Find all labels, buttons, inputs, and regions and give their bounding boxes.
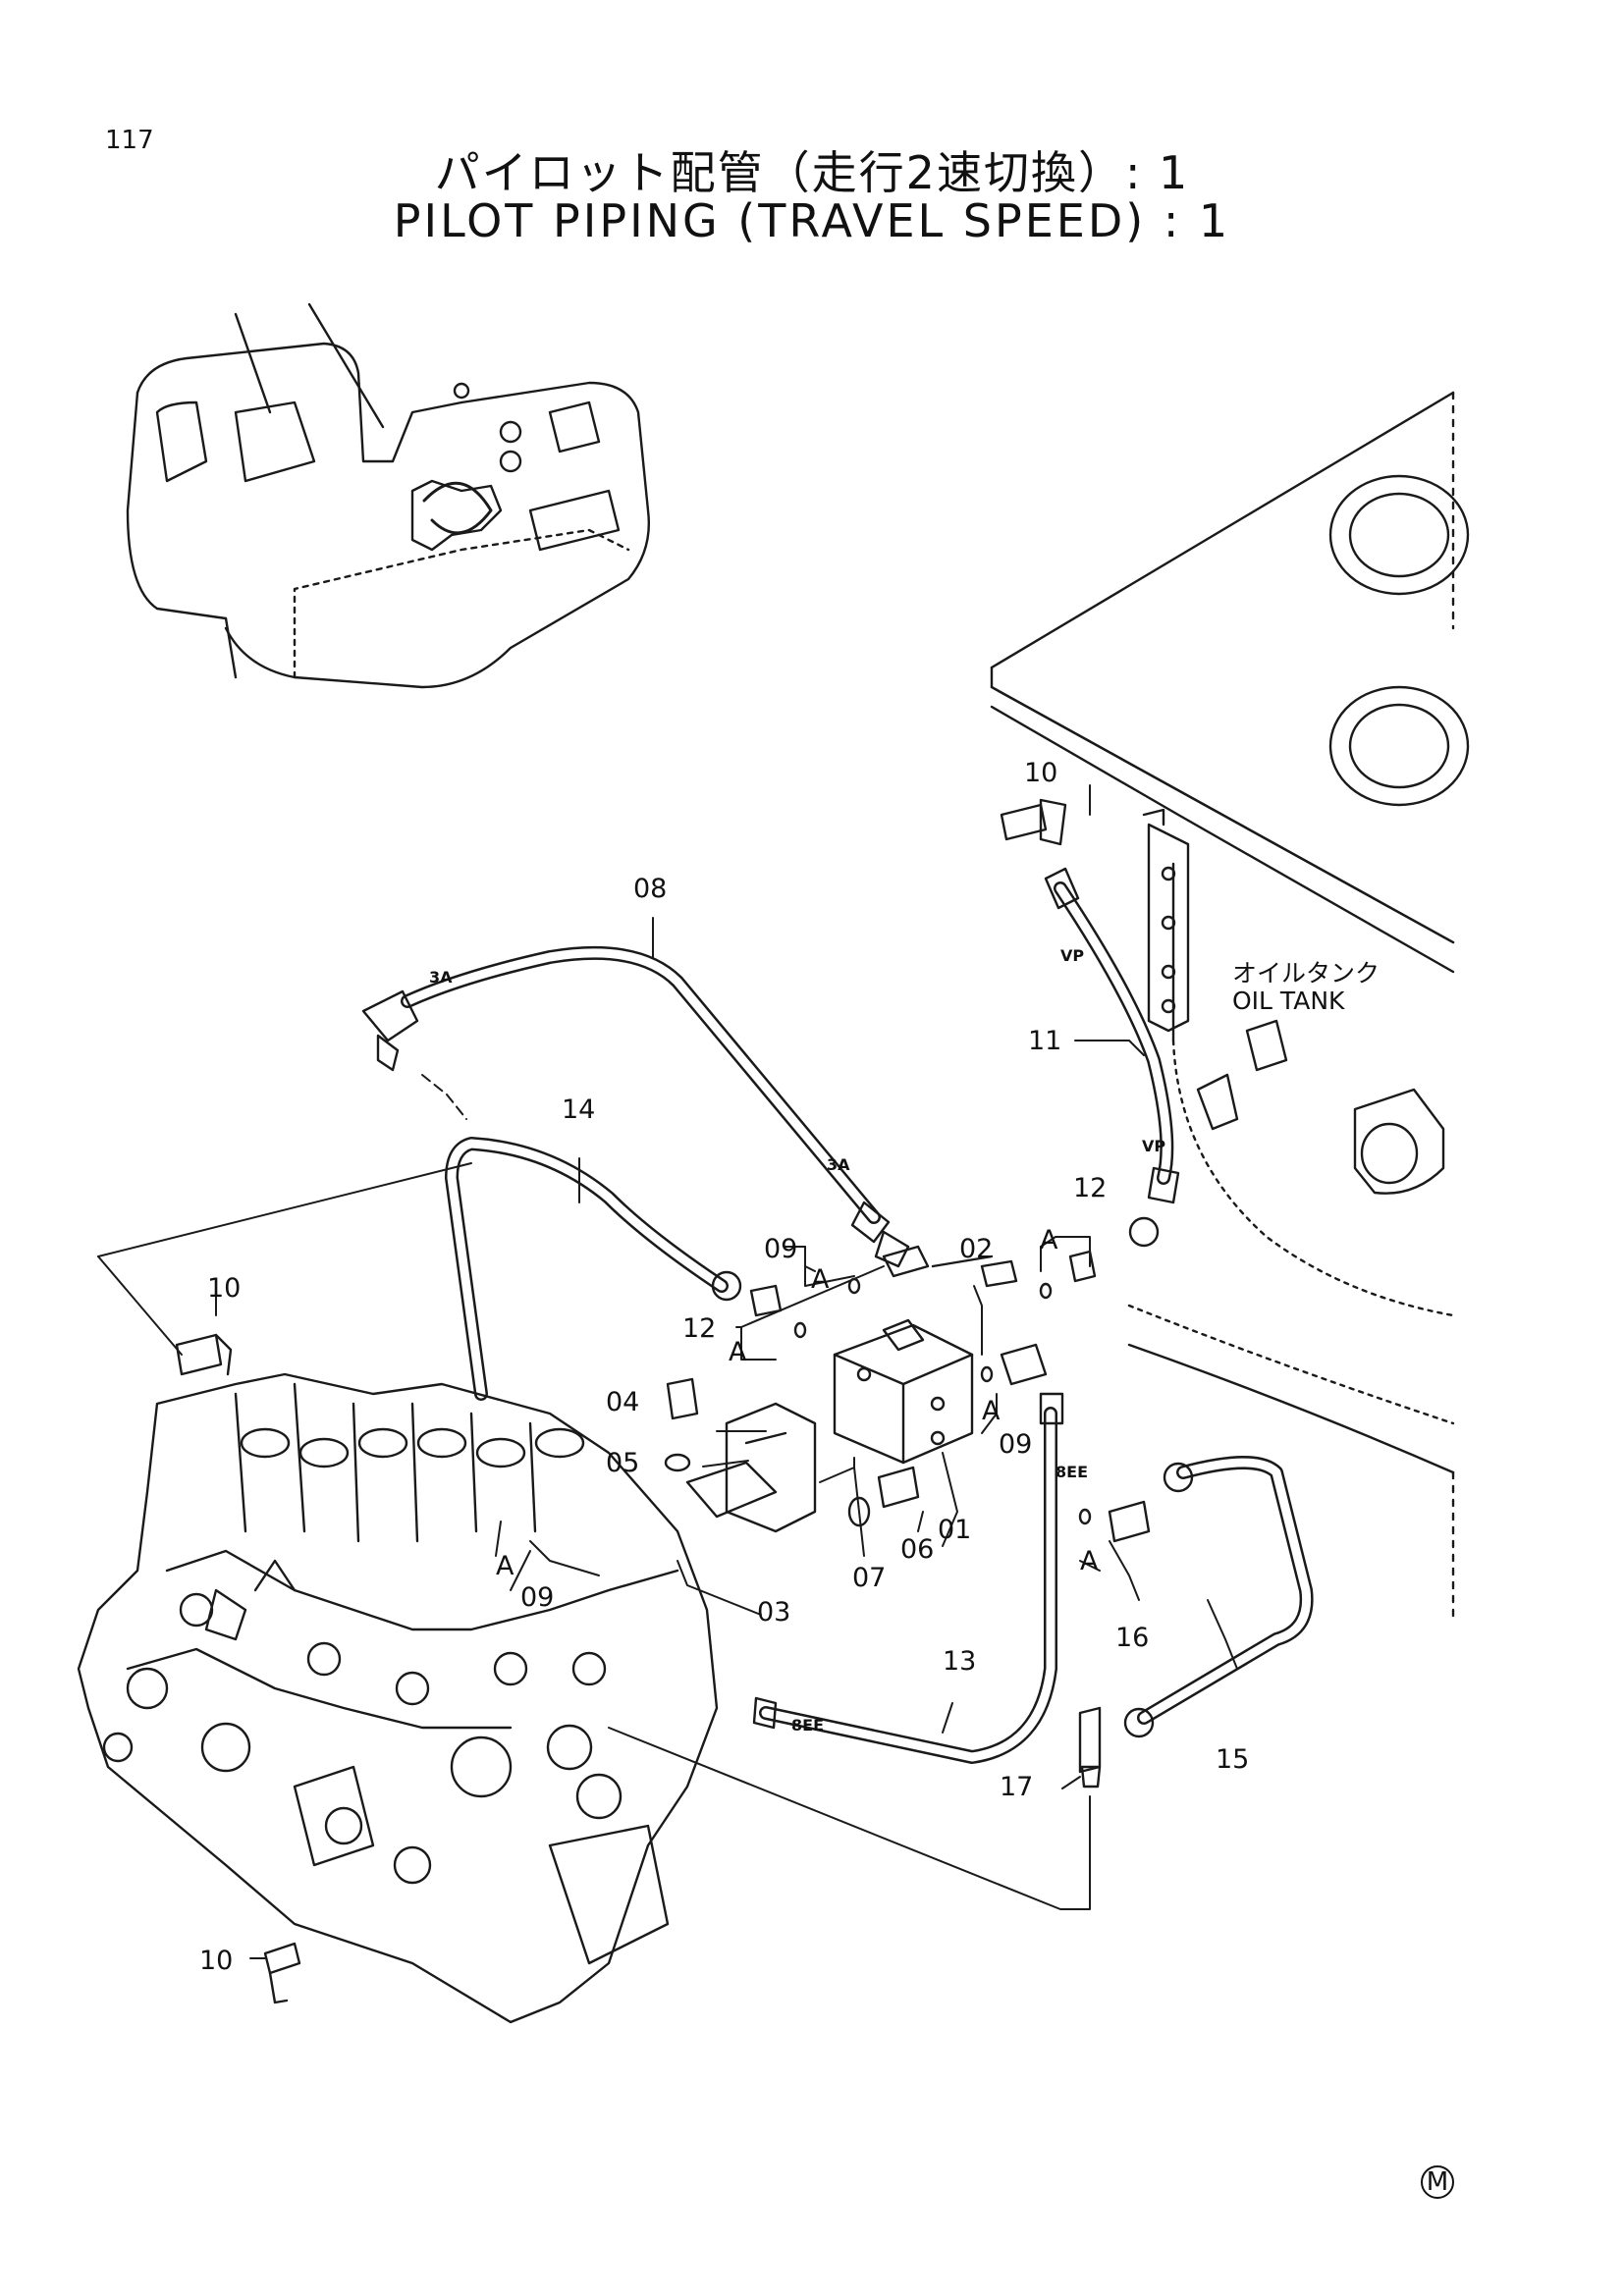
valve-block-01	[833, 1318, 974, 1465]
callout-04: 04	[606, 1387, 640, 1417]
callout-09-upper: 09	[764, 1234, 798, 1264]
callout-11: 11	[1028, 1026, 1062, 1056]
callout-01: 01	[938, 1515, 972, 1545]
callout-02: 02	[959, 1234, 994, 1264]
callout-a-middle: A	[729, 1337, 747, 1367]
hose-14	[445, 1137, 742, 1401]
upper-frame-outline	[990, 391, 1470, 1622]
hose-mark-8ee-upper: 8EE	[1056, 1463, 1088, 1481]
callout-06: 06	[900, 1534, 935, 1565]
callout-10-bottom: 10	[199, 1946, 234, 1976]
page-number: 117	[105, 126, 154, 155]
hose-mark-3a-bottom: 3A	[827, 1155, 850, 1174]
callout-12-right: 12	[1073, 1173, 1108, 1203]
hose-mark-3a-top: 3A	[429, 968, 453, 987]
callout-09-lower: 09	[520, 1582, 555, 1613]
hose-mark-vp-top: VP	[1060, 946, 1085, 965]
callout-03: 03	[757, 1597, 791, 1628]
control-valve-assembly	[77, 1372, 719, 2024]
hose-13	[752, 1392, 1064, 1764]
small-fittings	[175, 798, 1165, 2004]
hose-11	[1044, 867, 1180, 1248]
callout-08: 08	[633, 874, 668, 904]
hose-mark-8ee-lower: 8EE	[791, 1716, 824, 1735]
callout-14: 14	[562, 1095, 596, 1125]
hose-08	[361, 945, 910, 1268]
oil-tank-label-japanese: オイルタンク	[1232, 959, 1380, 988]
callout-a-right-upper: A	[1040, 1225, 1058, 1255]
page-title-english: PILOT PIPING (TRAVEL SPEED) : 1	[393, 194, 1231, 247]
callout-15: 15	[1216, 1744, 1250, 1775]
callout-a-left-lower: A	[496, 1551, 514, 1581]
callout-05: 05	[606, 1448, 640, 1478]
hose-15	[1123, 1456, 1314, 1738]
page-title-japanese: パイロット配管（走行2速切換）: 1	[434, 146, 1190, 199]
leader-lines	[97, 784, 1238, 1959]
oil-tank-label-english: OIL TANK	[1232, 987, 1345, 1015]
callout-13: 13	[943, 1646, 977, 1677]
callout-07: 07	[852, 1563, 887, 1593]
callout-09-right: 09	[999, 1429, 1033, 1460]
callout-17: 17	[1000, 1772, 1034, 1802]
callout-a-upper: A	[811, 1264, 830, 1295]
callout-12-left: 12	[682, 1313, 717, 1344]
excavator-overview-sketch	[126, 302, 650, 689]
bracket-03	[685, 1402, 817, 1533]
callout-16: 16	[1115, 1623, 1150, 1653]
callout-10-top: 10	[1024, 758, 1058, 788]
hose-mark-vp-bottom: VP	[1142, 1137, 1166, 1155]
callout-a-right-lower: A	[1080, 1546, 1099, 1576]
callout-10-left: 10	[207, 1273, 242, 1304]
callout-a-right-middle: A	[982, 1396, 1001, 1426]
corner-mark: M	[1421, 2165, 1454, 2199]
